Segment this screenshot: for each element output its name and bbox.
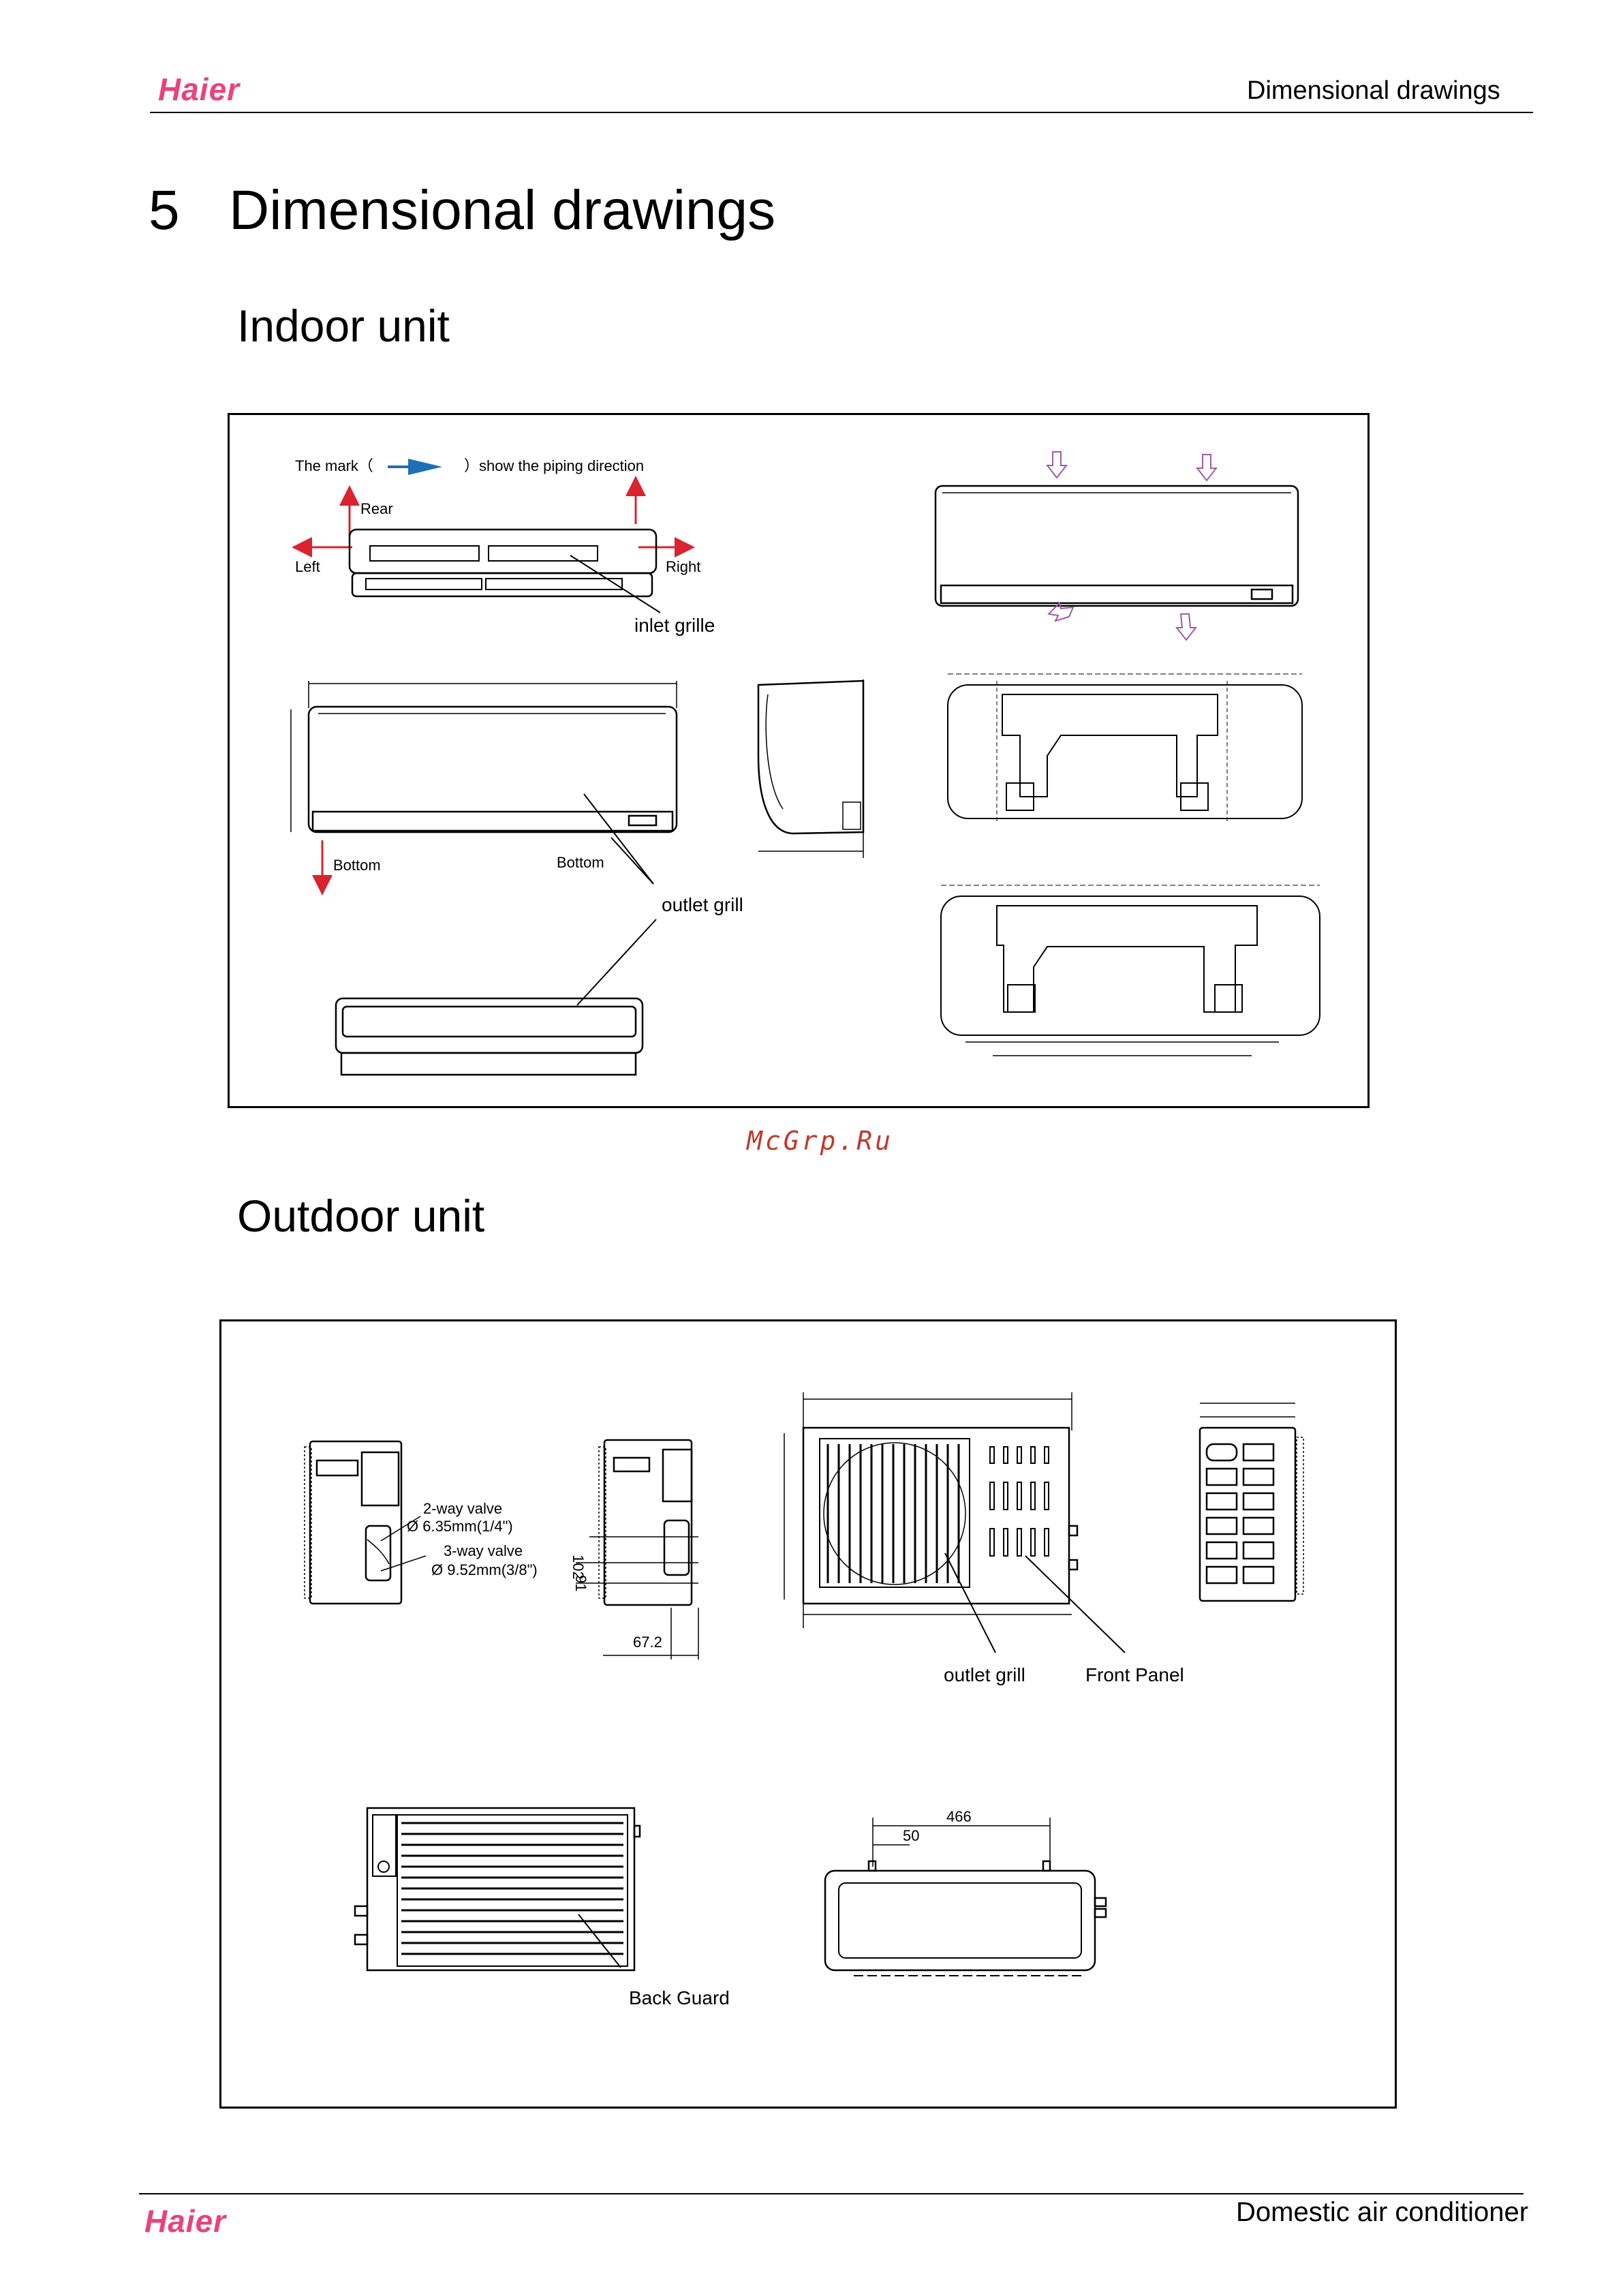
valve3-size-label: Ø 9.52mm(3/8") [431, 1561, 538, 1578]
outdoor-top-view [824, 1818, 1107, 1976]
dim-67-2: 67.2 [633, 1634, 662, 1651]
dim-50: 50 [903, 1827, 919, 1844]
header-section-title: Dimensional drawings [1247, 76, 1500, 105]
outdoor-drawing: 2-way valve Ø 6.35mm(1/4") 3-way valve Ø… [304, 1392, 1304, 2008]
outdoor-side-view-left [304, 1440, 403, 1605]
brand-logo-footer: Haier [144, 2203, 227, 2239]
outdoor-dimension-lines [576, 1536, 699, 1659]
footer-rule [139, 2193, 1524, 2194]
front-panel-label: Front Panel [1085, 1664, 1184, 1685]
airflow-arrows-icon [1045, 451, 1218, 641]
indoor-top-view [348, 528, 658, 598]
right-label: Right [666, 558, 700, 575]
watermark: McGrp.Ru [747, 1126, 894, 1156]
brand-logo-header: Haier [158, 72, 241, 107]
bottom-label-1: Bottom [333, 857, 381, 874]
piping-note-suffix: ）show the piping direction [464, 457, 644, 474]
outdoor-drawing-frame: 2-way valve Ø 6.35mm(1/4") 3-way valve Ø… [219, 1319, 1397, 2109]
inlet-grille-label: inlet grille [634, 615, 715, 636]
outdoor-back-view [354, 1807, 641, 1972]
back-guard-label: Back Guard [629, 1987, 730, 2008]
valve2-size-label: Ø 6.35mm(1/4") [407, 1518, 513, 1535]
dim-91: 91 [572, 1575, 589, 1591]
outdoor-side-view-right [598, 1439, 693, 1606]
outlet-grill-label: outlet grill [662, 894, 743, 915]
indoor-drawing-frame: The mark（ ）show the piping direction Rea… [228, 413, 1370, 1108]
mounting-plate-2 [940, 885, 1320, 1056]
dim-102: 102 [570, 1555, 587, 1580]
outdoor-front-view [784, 1392, 1079, 1628]
bottom-label-2: Bottom [557, 854, 604, 871]
piping-direction-arrow-icon [388, 459, 442, 475]
footer-text: Domestic air conditioner [1236, 2197, 1529, 2227]
indoor-bottom-view [335, 997, 644, 1076]
valve3-label: 3-way valve [444, 1542, 523, 1559]
outdoor-heading: Outdoor unit [237, 1191, 485, 1241]
left-label: Left [295, 558, 320, 575]
valve2-label: 2-way valve [423, 1500, 502, 1517]
rear-label: Rear [360, 500, 393, 517]
indoor-front-view [290, 681, 678, 833]
mounting-plate-1 [947, 673, 1303, 824]
indoor-drawing: The mark（ ）show the piping direction Rea… [290, 451, 1320, 1076]
outdoor-right-side-view [1199, 1403, 1304, 1602]
header-rule [150, 112, 1533, 113]
indoor-front-right-view [934, 485, 1299, 607]
indoor-heading: Indoor unit [237, 301, 450, 351]
piping-note-prefix: The mark（ [295, 457, 373, 474]
dim-466: 466 [946, 1808, 972, 1825]
indoor-side-view [757, 679, 865, 858]
chapter-number: 5 [149, 179, 180, 241]
page-title: Dimensional drawings [229, 179, 776, 241]
outdoor-outlet-grill-label: outlet grill [944, 1664, 1025, 1685]
